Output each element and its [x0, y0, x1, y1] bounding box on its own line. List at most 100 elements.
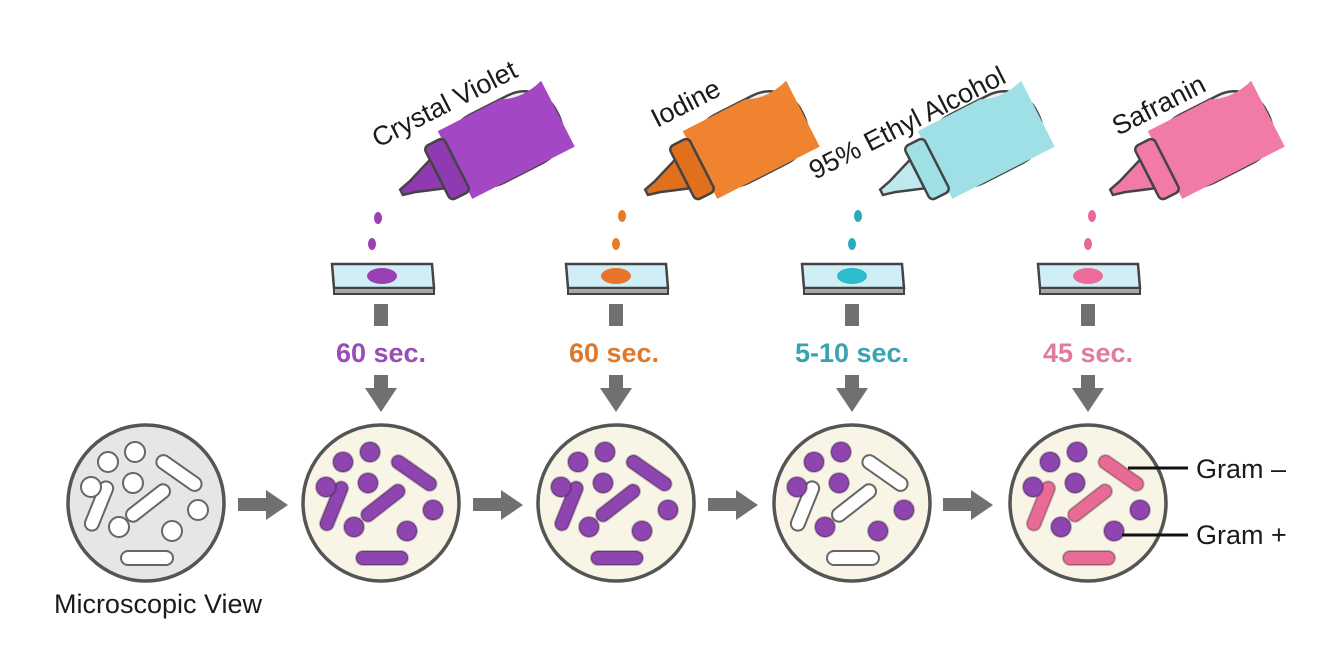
time-label-crystal-violet: 60 sec. [336, 338, 426, 368]
bottle-icon [1108, 80, 1285, 201]
stage-iodine: Iodine 60 sec. [564, 73, 820, 412]
rod-bacterium [390, 454, 438, 492]
coccus-bacterium [108, 516, 130, 538]
droplet-icon [1084, 238, 1092, 250]
coccus-bacterium [1022, 476, 1044, 498]
coccus-bacterium [550, 476, 572, 498]
rod-bacterium [831, 483, 877, 523]
coccus-bacterium [343, 516, 365, 538]
coccus-bacterium [830, 441, 852, 463]
stage-crystal-violet: Crystal Violet 60 sec. [330, 54, 575, 412]
microscopic-view-label: Microscopic View [54, 589, 263, 619]
coccus-bacterium [814, 516, 836, 538]
rod-bacterium [1097, 454, 1145, 492]
arrow-right-icon [473, 490, 523, 520]
time-label-ethyl-alcohol: 5-10 sec. [795, 338, 909, 368]
petri-dish-icon [66, 423, 226, 583]
coccus-bacterium [657, 499, 679, 521]
coccus-bacterium [1064, 472, 1086, 494]
coccus-bacterium [567, 451, 589, 473]
slide-icon [330, 262, 436, 295]
bottle-icon [878, 80, 1055, 201]
coccus-bacterium [1103, 520, 1125, 542]
rod-bacterium [360, 483, 406, 523]
rod-bacterium [155, 454, 203, 492]
arrow-down-icon [1072, 375, 1104, 412]
arrow-stem [845, 304, 859, 326]
coccus-bacterium [124, 441, 146, 463]
stage-safranin: Safranin 45 sec. [1036, 69, 1285, 412]
droplet-icon [374, 212, 382, 224]
petri-dish-icon [301, 423, 461, 583]
coccus-bacterium [592, 472, 614, 494]
coccus-bacterium [332, 451, 354, 473]
slide-icon [800, 262, 906, 295]
coccus-bacterium [1066, 441, 1088, 463]
coccus-bacterium [97, 451, 119, 473]
gram-negative-label: Gram – [1196, 454, 1286, 484]
coccus-bacterium [80, 476, 102, 498]
arrow-stem [374, 304, 388, 326]
coccus-bacterium [867, 520, 889, 542]
time-label-iodine: 60 sec. [569, 338, 659, 368]
rod-bacterium [125, 483, 171, 523]
coccus-bacterium [631, 520, 653, 542]
coccus-bacterium [1129, 499, 1151, 521]
coccus-bacterium [594, 441, 616, 463]
rod-bacterium [355, 550, 409, 566]
coccus-bacterium [422, 499, 444, 521]
coccus-bacterium [161, 520, 183, 542]
petri-dish-icon [1008, 423, 1168, 583]
slide-icon [564, 262, 670, 295]
bottle-icon [643, 80, 820, 201]
droplet-icon [618, 210, 626, 222]
coccus-bacterium [578, 516, 600, 538]
coccus-bacterium [359, 441, 381, 463]
petri-dish-icon [536, 423, 696, 583]
droplet-icon [612, 238, 620, 250]
arrow-down-icon [836, 375, 868, 412]
coccus-bacterium [786, 476, 808, 498]
coccus-bacterium [828, 472, 850, 494]
rod-bacterium [318, 480, 350, 532]
droplet-icon [368, 238, 376, 250]
rod-bacterium [120, 550, 174, 566]
arrow-down-icon [365, 375, 397, 412]
coccus-bacterium [357, 472, 379, 494]
stage-ethyl-alcohol: 95% Ethyl Alcohol 5-10 sec. [795, 60, 1055, 412]
rod-bacterium [83, 480, 115, 532]
petri-dish-icon [772, 423, 932, 583]
coccus-bacterium [893, 499, 915, 521]
coccus-bacterium [315, 476, 337, 498]
microscopic-views [66, 423, 1168, 583]
arrow-right-icon [708, 490, 758, 520]
time-label-safranin: 45 sec. [1043, 338, 1133, 368]
droplet-icon [848, 238, 856, 250]
slide-icon [1036, 262, 1142, 295]
coccus-bacterium [803, 451, 825, 473]
coccus-bacterium [1039, 451, 1061, 473]
rod-bacterium [595, 483, 641, 523]
bottle-icon [398, 80, 575, 201]
coccus-bacterium [187, 499, 209, 521]
rod-bacterium [1062, 550, 1116, 566]
droplet-icon [854, 210, 862, 222]
rod-bacterium [1025, 480, 1057, 532]
coccus-bacterium [122, 472, 144, 494]
arrow-stem [1081, 304, 1095, 326]
rod-bacterium [625, 454, 673, 492]
rod-bacterium [789, 480, 821, 532]
gram-positive-label: Gram + [1196, 520, 1287, 550]
coccus-bacterium [1050, 516, 1072, 538]
arrow-right-icon [238, 490, 288, 520]
rod-bacterium [1067, 483, 1113, 523]
rod-bacterium [826, 550, 880, 566]
coccus-bacterium [396, 520, 418, 542]
arrow-stem [609, 304, 623, 326]
rod-bacterium [861, 454, 909, 492]
arrow-down-icon [600, 375, 632, 412]
rod-bacterium [553, 480, 585, 532]
droplet-icon [1088, 210, 1096, 222]
rod-bacterium [590, 550, 644, 566]
